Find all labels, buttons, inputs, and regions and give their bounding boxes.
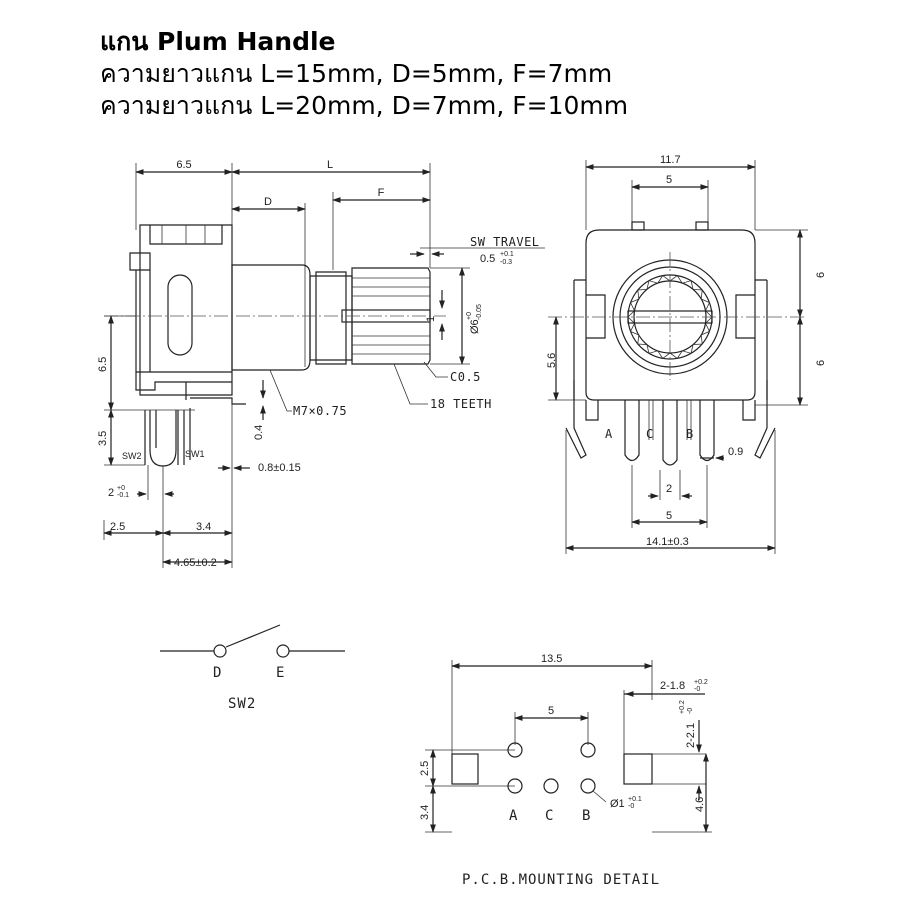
dim-11-7: 11.7 <box>660 154 681 166</box>
pcb-dim-5: 5 <box>548 705 554 717</box>
dim-2-2-1: 2-2.1 <box>685 723 697 748</box>
pcb-dim-2-5: 2.5 <box>419 761 431 776</box>
thread-label: M7×0.75 <box>293 404 347 418</box>
dim-2-5: 2.5 <box>110 521 125 533</box>
sw-travel-label: SW TRAVEL <box>470 235 540 249</box>
dim-f: F <box>378 187 385 199</box>
title-spec-15mm: ความยาวแกน L=15mm, D=5mm, F=7mm <box>100 59 613 88</box>
title-spec-20mm: ความยาวแกน L=20mm, D=7mm, F=10mm <box>100 91 629 120</box>
dim-2: 2 <box>108 487 114 499</box>
hole-diameter: Ø1 <box>610 798 625 810</box>
dim-6-5-top: 6.5 <box>176 159 191 171</box>
front-dim-2: 2 <box>666 483 672 495</box>
dim-14-1: 14.1±0.3 <box>646 536 689 548</box>
dim-2-2-1-tol-dn: -0 <box>687 708 694 714</box>
teeth-label: 18 TEETH <box>430 397 492 411</box>
shaft-diameter-tol-up: +0 <box>466 312 473 320</box>
dim-2-tol-dn: -0.1 <box>117 492 129 499</box>
front-pin-c: C <box>646 427 654 441</box>
shaft-diameter: Ø6 <box>469 319 481 334</box>
switch-terminal-d: D <box>213 665 222 681</box>
pcb-title: P.C.B.MOUNTING DETAIL <box>462 872 660 888</box>
dim-5-bottom: 5 <box>666 510 672 522</box>
side-view: 6.5 L D F SW TRAVEL 0.5 +0.1 -0.3 <box>97 159 545 569</box>
dim-1: 1 <box>425 316 437 322</box>
pcb-mounting-detail: 13.5 2-1.8 +0.2 -0 5 2-2.1 +0.2 -0 2.5 3… <box>419 653 712 888</box>
dim-0-4: 0.4 <box>253 425 265 440</box>
dim-6-5-left: 6.5 <box>97 357 109 372</box>
dim-4-6: 4.6 <box>694 797 706 812</box>
dim-2-1-8-tol-dn: -0 <box>694 686 700 693</box>
pcb-dim-3-4: 3.4 <box>419 805 431 820</box>
dim-2-tol-up: +0 <box>117 485 125 492</box>
hole-diameter-tol-up: +0.1 <box>628 796 642 803</box>
dim-d: D <box>264 196 272 208</box>
sw-travel-tol-up: +0.1 <box>500 251 514 258</box>
front-pin-a: A <box>605 427 613 441</box>
dim-5-6: 5.6 <box>546 353 558 368</box>
pcb-pin-b: B <box>582 808 591 824</box>
dim-3-5: 3.5 <box>97 431 109 446</box>
switch-name: SW2 <box>228 696 256 712</box>
pcb-pin-c: C <box>545 808 554 824</box>
chamfer-label: C0.5 <box>450 370 481 384</box>
dim-2-1-8: 2-1.8 <box>660 680 685 692</box>
dim-6-upper: 6 <box>815 272 827 278</box>
sw-travel-value: 0.5 <box>480 253 495 265</box>
title-block: แกน Plum Handle ความยาวแกน L=15mm, D=5mm… <box>100 26 628 122</box>
dim-13-5: 13.5 <box>541 653 562 665</box>
pcb-pin-a: A <box>509 808 518 824</box>
dim-2-2-1-tol-up: +0.2 <box>679 700 686 714</box>
front-view: 11.7 5 6 6 5.6 <box>546 154 827 554</box>
dim-2-1-8-tol-up: +0.2 <box>694 679 708 686</box>
dim-0-9: 0.9 <box>728 446 743 458</box>
hole-diameter-tol-dn: -0 <box>628 803 634 810</box>
sw2-pin-label: SW2 <box>122 451 142 461</box>
title-shaft-type: แกน Plum Handle <box>100 27 336 56</box>
dim-l: L <box>327 159 333 171</box>
dim-6-lower: 6 <box>815 360 827 366</box>
sw1-pin-label: SW1 <box>185 449 205 459</box>
dim-4-65: 4.65±0.2 <box>174 557 217 569</box>
shaft-diameter-tol-dn: -0.05 <box>476 304 483 320</box>
dim-0-8: 0.8±0.15 <box>258 462 301 474</box>
dim-5-top: 5 <box>666 174 672 186</box>
switch-terminal-e: E <box>276 665 285 681</box>
front-pin-b: B <box>686 427 694 441</box>
dim-3-4: 3.4 <box>196 521 211 533</box>
sw-travel-tol-dn: -0.3 <box>500 259 512 266</box>
switch-symbol: D E SW2 <box>160 624 345 712</box>
